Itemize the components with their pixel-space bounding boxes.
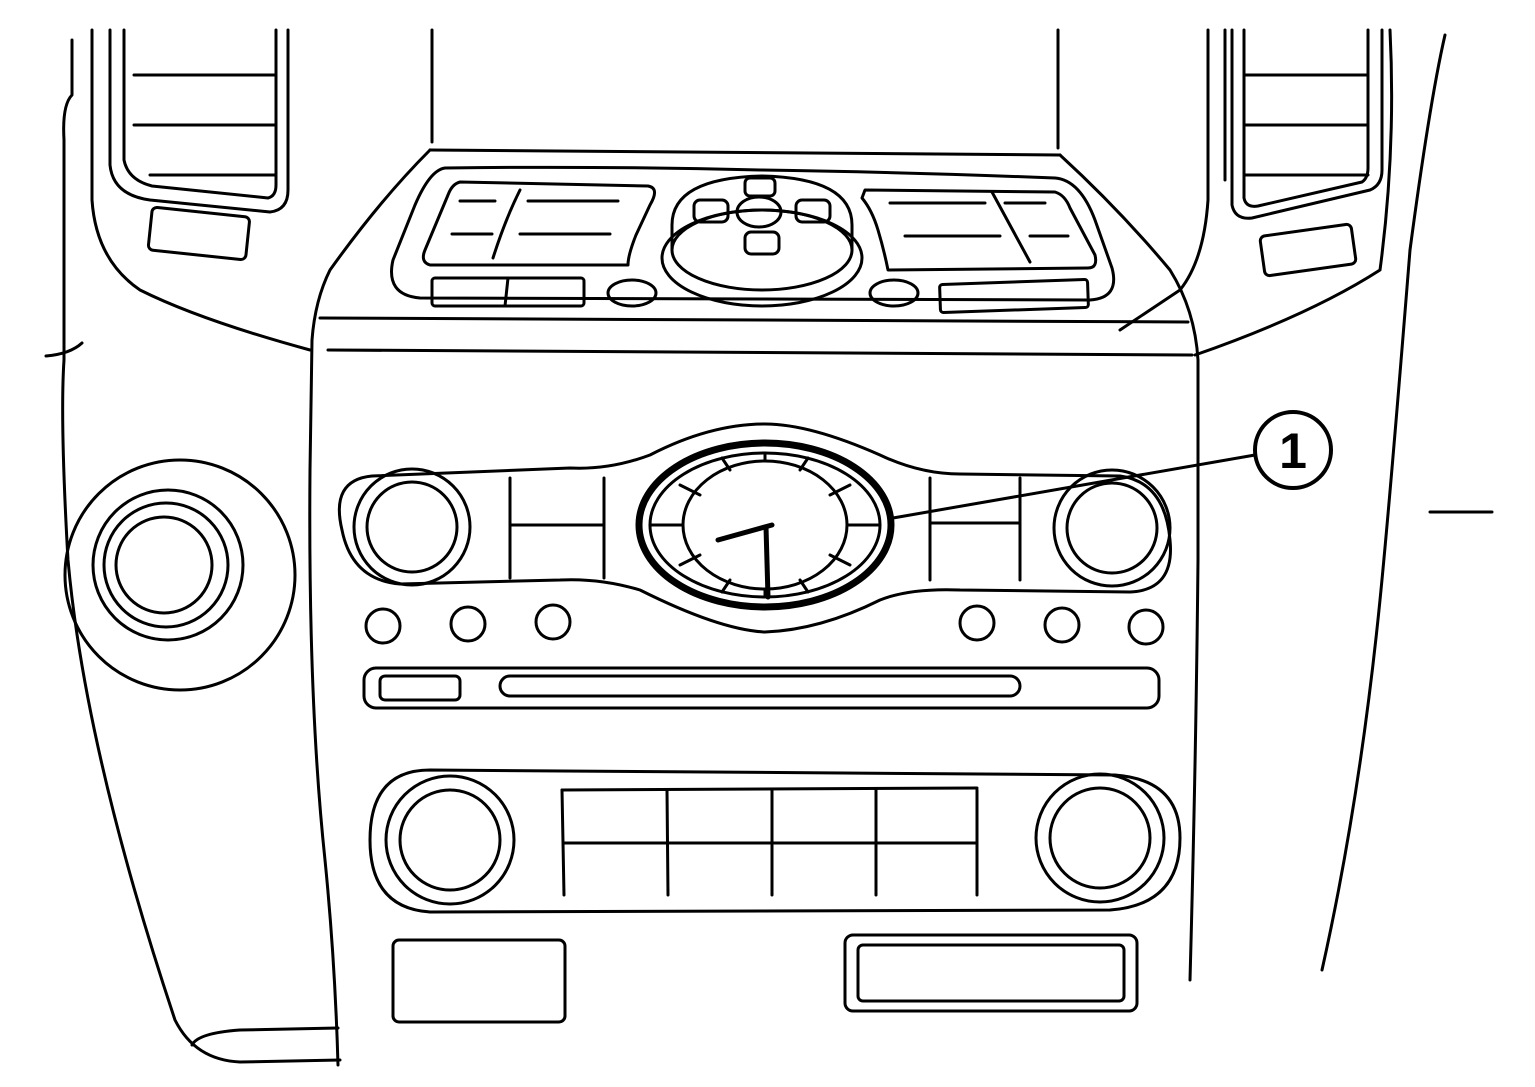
right-small-buttons bbox=[958, 604, 1165, 646]
nav-joystick-knob bbox=[660, 174, 864, 308]
left-vent-switch bbox=[146, 205, 251, 262]
clock-minute-hand bbox=[763, 524, 771, 600]
left-preset-buttons bbox=[508, 476, 606, 580]
left-air-vent bbox=[108, 28, 290, 214]
center-stack-outline bbox=[308, 28, 1200, 1067]
right-air-vent bbox=[1230, 28, 1384, 220]
right-climate-knob bbox=[1034, 772, 1166, 904]
callout-leader-line bbox=[891, 453, 1257, 520]
lower-left-button bbox=[391, 938, 567, 1024]
left-audio-knob bbox=[352, 467, 472, 587]
right-vent-switch bbox=[1258, 222, 1358, 278]
lower-right-button bbox=[843, 933, 1139, 1013]
left-small-buttons bbox=[364, 603, 572, 645]
callout-1: 1 bbox=[891, 410, 1333, 520]
right-preset-buttons bbox=[928, 476, 1022, 582]
left-climate-knob bbox=[384, 774, 516, 906]
analog-clock bbox=[635, 439, 895, 611]
climate-button-grid bbox=[560, 786, 979, 897]
left-dash-knob bbox=[63, 458, 297, 692]
nav-control-unit bbox=[390, 165, 1116, 314]
right-audio-knob bbox=[1052, 468, 1172, 588]
callout-circle bbox=[1253, 410, 1333, 490]
climate-control-panel bbox=[368, 768, 1182, 914]
cd-slot-strip bbox=[362, 666, 1161, 710]
callout-label: 1 bbox=[1279, 423, 1307, 479]
right-dash-panel bbox=[1118, 28, 1494, 972]
clock-tick-marks bbox=[648, 451, 882, 599]
left-dash-panel bbox=[44, 28, 342, 1064]
audio-clock-panel bbox=[337, 422, 1172, 634]
